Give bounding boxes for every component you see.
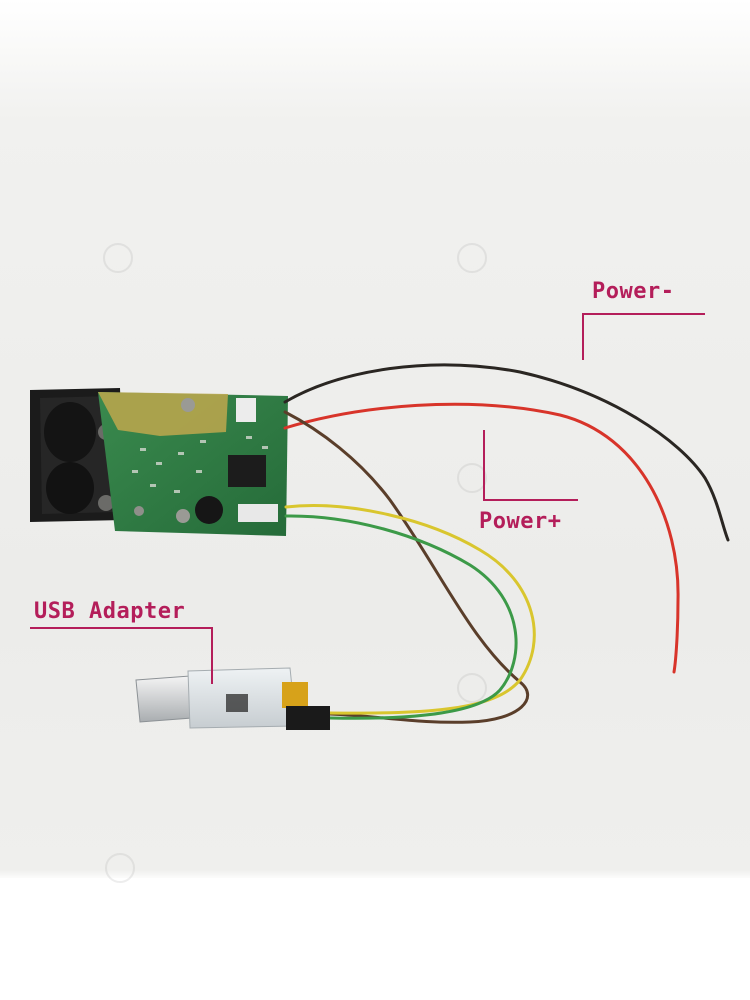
usb-plug [135, 675, 193, 723]
pcb-board [98, 392, 288, 536]
callout-lines [30, 313, 705, 684]
power-minus-label: Power- [592, 279, 675, 304]
module-wires [283, 363, 730, 724]
green-wire [284, 514, 518, 720]
laser-module-housing [30, 388, 125, 522]
usb-adapter-callout-line [30, 627, 213, 684]
usb-adapter [135, 667, 330, 730]
usb-adapter-label: USB Adapter [34, 599, 186, 624]
connector-top [236, 398, 256, 422]
watermark-logos [103, 243, 487, 883]
buzzer [195, 496, 223, 524]
power-plus-callout-line [483, 430, 578, 501]
yellow-wire [284, 504, 536, 715]
red-wire [283, 402, 680, 674]
connector-bottom [238, 504, 278, 522]
power-minus-callout-line [582, 313, 705, 360]
usb-header-connector [282, 682, 308, 708]
dupont-connector [286, 706, 330, 730]
power-plus-label: Power+ [479, 509, 562, 534]
brown-wire [283, 410, 530, 724]
black-wire [283, 363, 730, 542]
ic-chip [228, 455, 266, 487]
bottom-white-band [0, 878, 750, 1000]
